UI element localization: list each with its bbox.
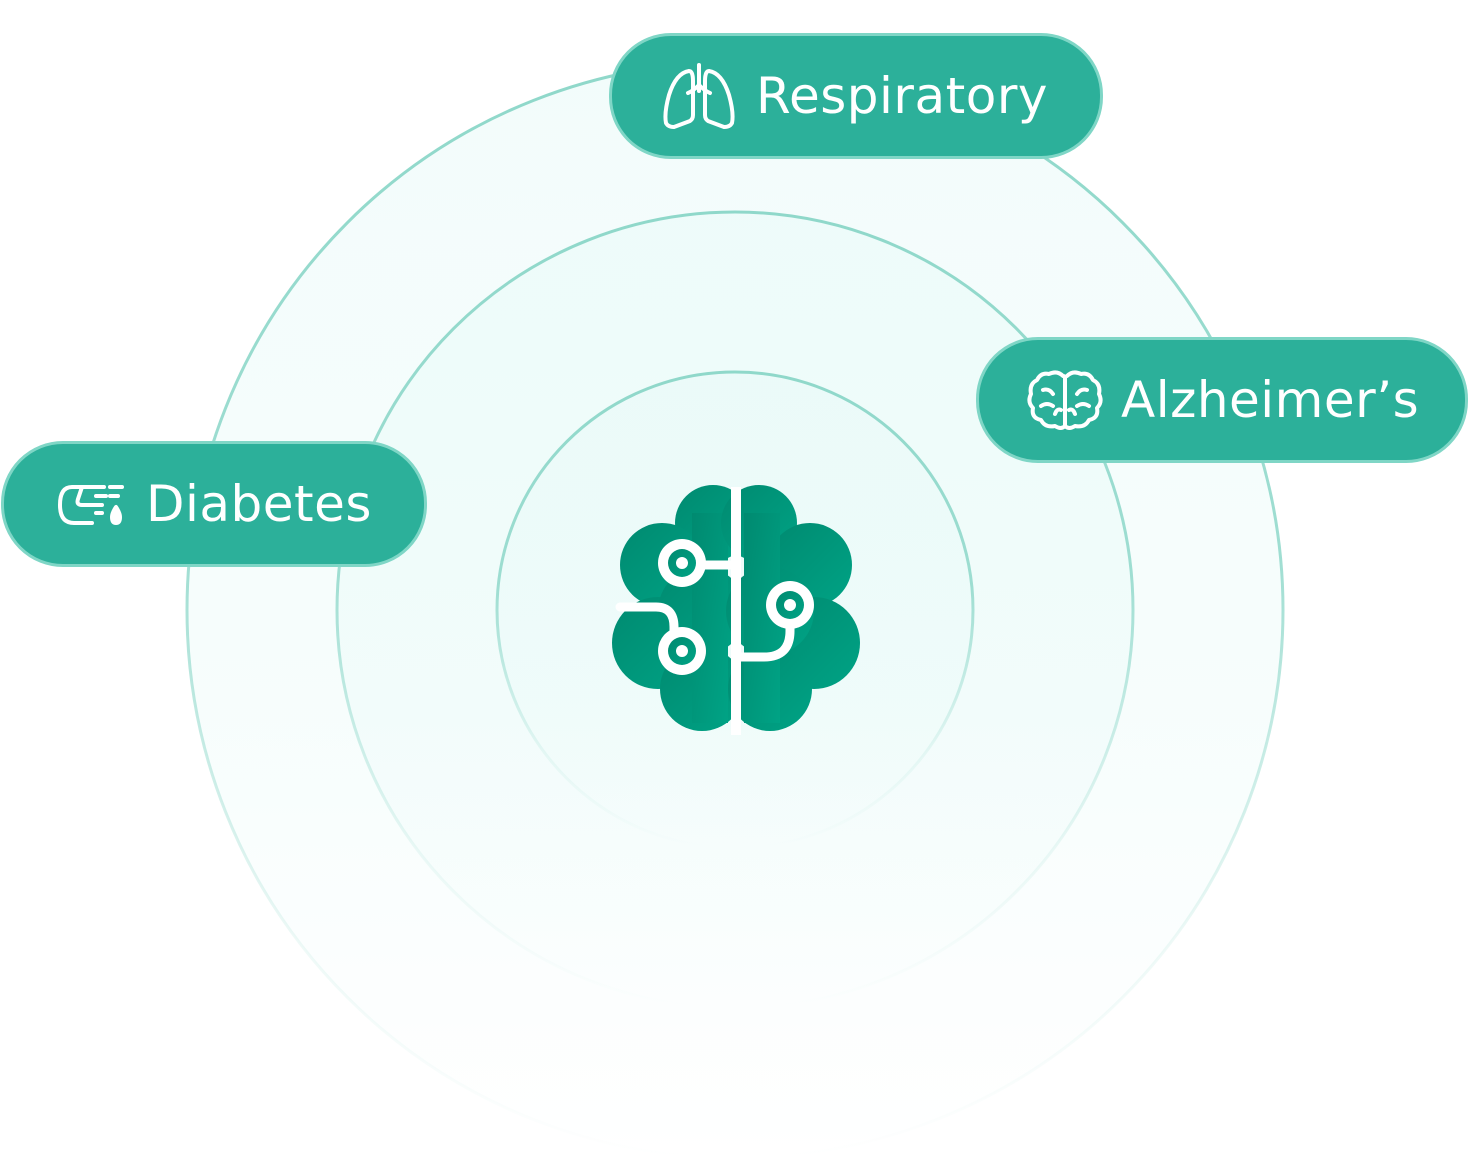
- alzheimers-pill[interactable]: Alzheimer’s: [976, 337, 1468, 463]
- alzheimers-label: Alzheimer’s: [1121, 371, 1420, 429]
- respiratory-label: Respiratory: [756, 67, 1048, 125]
- respiratory-pill[interactable]: Respiratory: [609, 33, 1103, 159]
- lungs-icon: [660, 61, 738, 131]
- brain-icon: [1027, 368, 1103, 432]
- finger-blood-drop-icon: [56, 479, 128, 529]
- diabetes-label: Diabetes: [146, 475, 372, 533]
- brain-circuit-icon: [612, 485, 860, 735]
- diabetes-pill[interactable]: Diabetes: [1, 441, 427, 567]
